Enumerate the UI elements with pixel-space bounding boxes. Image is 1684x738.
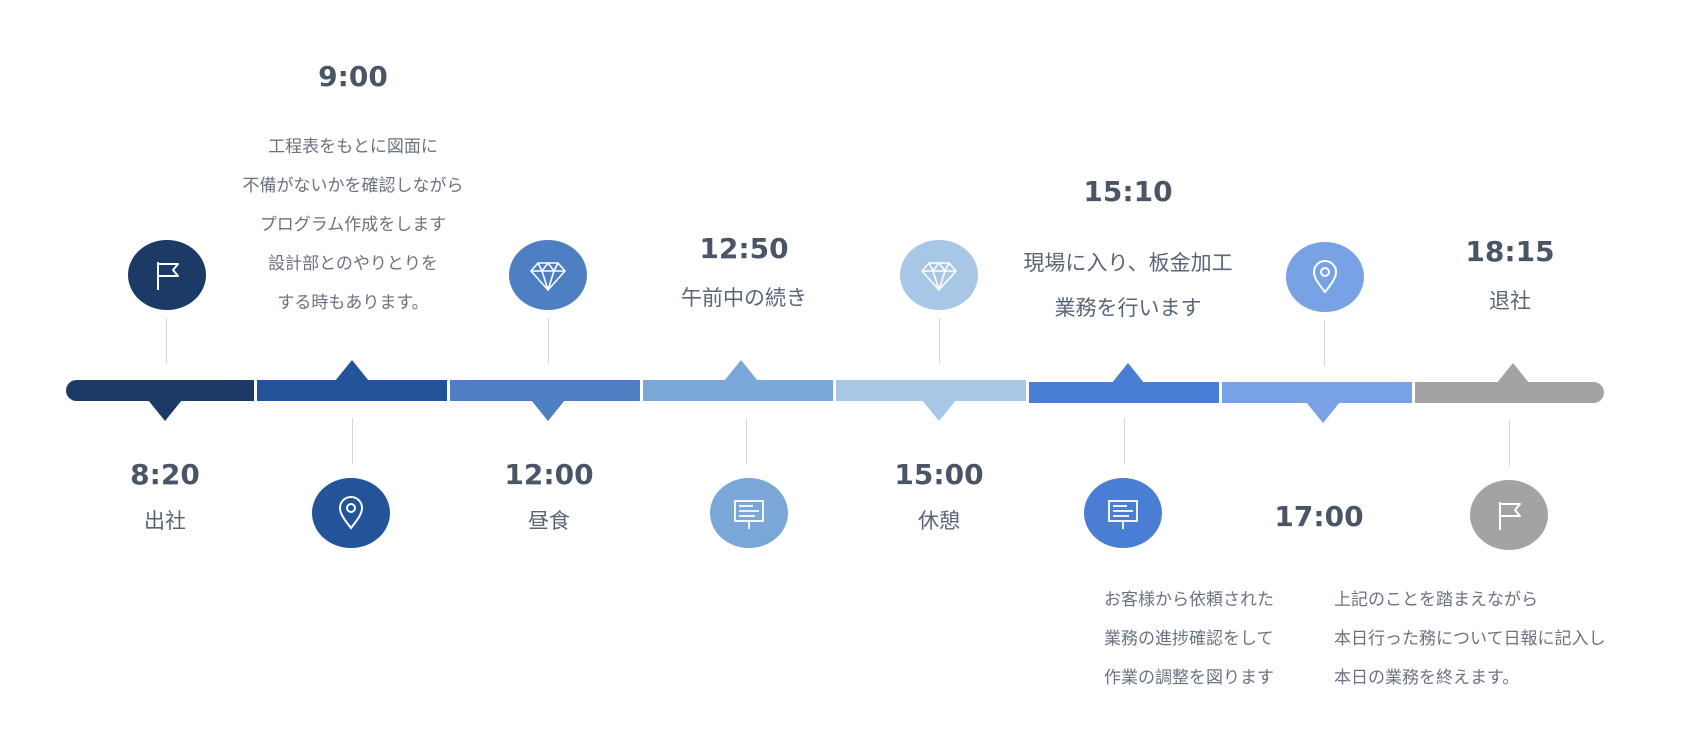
event-icon-3 [509, 240, 587, 310]
event-description-6: お客様から依頼された 業務の進捗確認をして 作業の調整を図ります [1104, 581, 1314, 698]
timeline-segment-2 [257, 380, 447, 401]
description-line: プログラム作成をします [259, 215, 447, 235]
event-label-3: 昼食 [528, 509, 570, 533]
event-label-4: 午前中の続き [681, 286, 807, 310]
connector-line-2 [352, 418, 353, 464]
description-line: 工程表をもとに図面に [268, 137, 438, 157]
event-time-2: 9:00 [318, 60, 388, 93]
description-line: 本日行った務について日報に記入し [1334, 629, 1606, 649]
timeline-marker-5 [922, 400, 956, 421]
event-label-5: 休憩 [918, 509, 960, 533]
event-time-4: 12:50 [699, 232, 789, 265]
timeline-segment-7 [1222, 382, 1412, 403]
diamond-icon [530, 262, 566, 291]
event-time-5: 15:00 [894, 458, 984, 491]
event-icon-5 [900, 240, 978, 310]
event-time-1: 8:20 [130, 458, 200, 491]
signboard-icon [734, 500, 764, 529]
description-line: する時もあります。 [277, 293, 429, 313]
timeline-marker-4 [724, 360, 758, 381]
timeline-marker-8 [1496, 363, 1530, 384]
location-pin-icon [1312, 260, 1338, 294]
timeline-marker-1 [148, 400, 182, 421]
description-line: 設計部とのやりとりを [268, 254, 438, 274]
location-pin-icon [338, 496, 364, 530]
connector-line-4 [746, 418, 747, 464]
flag-icon [157, 262, 179, 290]
timeline-marker-2 [335, 360, 369, 381]
event-label-8: 退社 [1489, 289, 1531, 313]
connector-line-8 [1509, 420, 1510, 466]
connector-line-6 [1124, 418, 1125, 464]
description-line: 業務の進捗確認をして [1104, 629, 1274, 649]
timeline-segment-4 [643, 380, 833, 401]
event-label-1: 出社 [144, 509, 186, 533]
signboard-icon [1108, 500, 1138, 529]
event-icon-7 [1286, 242, 1364, 312]
connector-line-1 [166, 318, 167, 364]
timeline-segment-1 [66, 380, 254, 401]
event-icon-4 [710, 478, 788, 548]
timeline-segment-8 [1415, 382, 1604, 403]
event-icon-8 [1470, 480, 1548, 550]
event-label-6b: 業務を行います [1054, 296, 1202, 320]
timeline-marker-7 [1306, 402, 1340, 423]
event-time-3: 12:00 [504, 458, 594, 491]
diamond-icon [921, 262, 957, 291]
connector-line-5 [939, 318, 940, 364]
timeline-segment-3 [450, 380, 640, 401]
description-line: 不備がないかを確認しながら [242, 176, 464, 196]
description-line: 作業の調整を図ります [1104, 668, 1274, 688]
connector-line-7 [1324, 320, 1325, 366]
event-icon-2 [312, 478, 390, 548]
event-icon-6 [1084, 478, 1162, 548]
timeline-marker-6 [1111, 363, 1145, 384]
description-line: 上記のことを踏まえながら [1334, 590, 1538, 610]
flag-icon [1499, 502, 1521, 530]
timeline-segment-6 [1029, 382, 1219, 403]
event-time-6: 15:10 [1083, 175, 1173, 208]
event-icon-1 [128, 240, 206, 310]
connector-line-3 [548, 318, 549, 364]
description-line: お客様から依頼された [1104, 590, 1274, 610]
event-label-6a: 現場に入り、板金加工 [1023, 251, 1233, 275]
event-description-8: 上記のことを踏まえながら 本日行った務について日報に記入し 本日の業務を終えます… [1334, 581, 1674, 698]
timeline-segment-5 [836, 380, 1026, 401]
event-description-2: 工程表をもとに図面に 不備がないかを確認しながら プログラム作成をします 設計部… [218, 128, 488, 323]
event-time-8: 18:15 [1465, 235, 1555, 268]
description-line: 本日の業務を終えます。 [1334, 668, 1520, 688]
timeline-marker-3 [531, 400, 565, 421]
event-time-7: 17:00 [1274, 500, 1364, 533]
